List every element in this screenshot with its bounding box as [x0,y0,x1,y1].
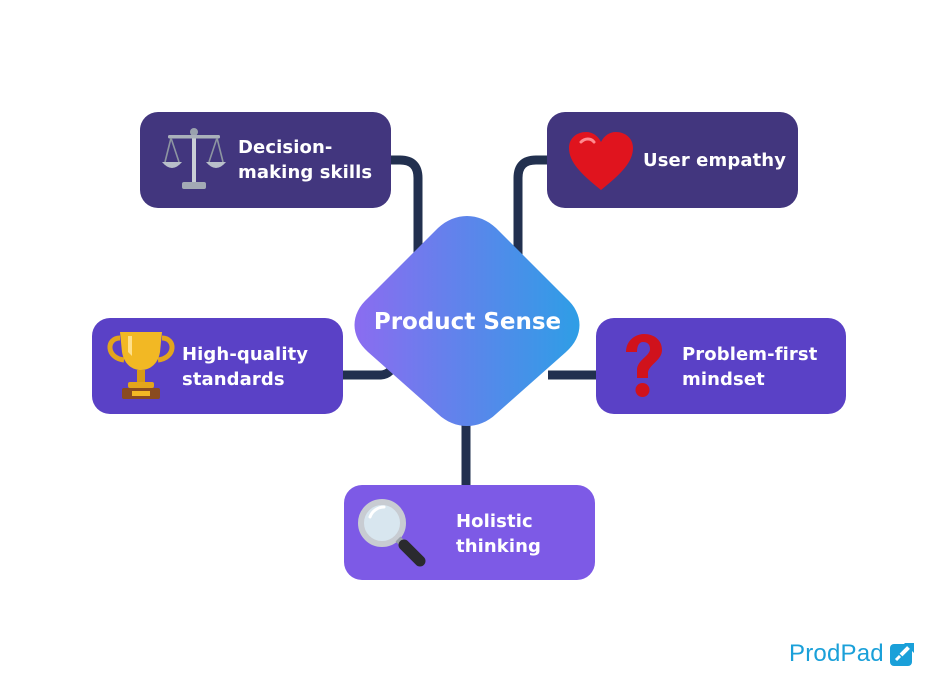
node-high-quality: High-quality standards [92,318,343,414]
node-user-empathy: User empathy [547,112,798,208]
node-decision-making: Decision- making skills [140,112,391,208]
heart-icon [569,132,633,190]
node-high-quality-label: High-quality standards [182,344,309,390]
prodpad-brand: ProdPad [789,640,915,668]
node-user-empathy-label: User empathy [643,150,787,171]
connector-decision-making [384,155,423,265]
connector-user-empathy [513,155,552,258]
balance-scale-icon [162,128,226,189]
prodpad-logo-icon [889,642,914,666]
brand-name: ProdPad [789,640,884,667]
node-holistic-label: Holistic thinking [456,511,542,557]
trophy-icon [107,332,175,399]
hub-label: Product Sense [373,309,562,335]
node-problem-first: Problem-first mindset [596,318,846,414]
magnifying-glass-icon [358,499,426,567]
node-problem-first-label: Problem-first mindset [682,344,818,390]
question-mark-icon [626,334,662,397]
hub-shape [354,216,580,426]
node-holistic: Holistic thinking [344,485,595,580]
node-decision-making-label: Decision- making skills [238,137,373,183]
